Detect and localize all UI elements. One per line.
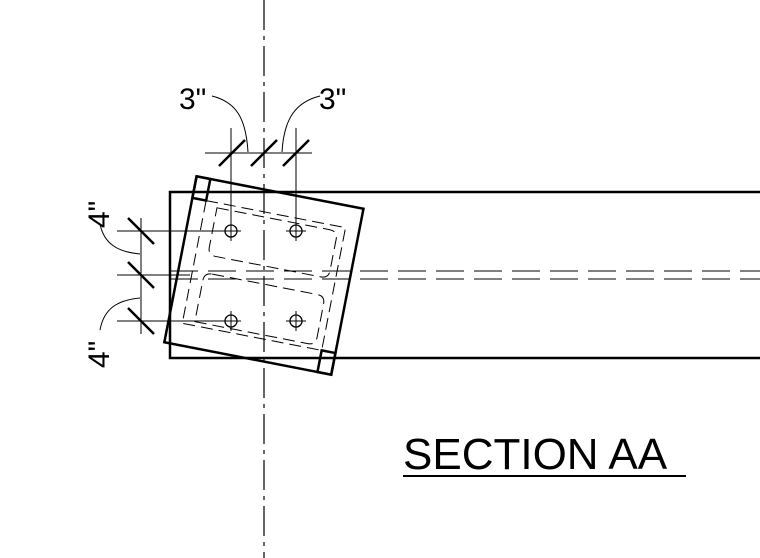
section-title: SECTION AA — [403, 430, 668, 479]
bolt-hole — [286, 221, 306, 241]
rotated-member — [162, 174, 365, 377]
leader-left-upper — [99, 223, 141, 255]
leader-top-left — [211, 95, 249, 153]
leader-left-lower — [99, 297, 141, 331]
top-flange-end — [190, 174, 212, 203]
bolt-hole — [221, 311, 241, 331]
dim-top-right-label: 3" — [319, 83, 346, 116]
top-dimension-chain — [205, 128, 312, 222]
bolt-hole — [286, 311, 306, 331]
dim-left-upper-label: 4" — [83, 201, 116, 228]
hidden-web-lower — [194, 273, 325, 345]
bolt-hole — [221, 221, 241, 241]
bottom-flange-end — [316, 348, 337, 377]
hidden-web-upper — [208, 207, 337, 278]
rotated-plate-outline — [162, 174, 365, 377]
main-beam — [168, 190, 760, 360]
hidden-member-outline — [181, 200, 347, 351]
dim-left-lower-label: 4" — [83, 341, 116, 368]
left-dimension-chain — [117, 217, 222, 335]
leader-top-right — [281, 95, 321, 153]
dim-top-left-label: 3" — [179, 83, 206, 116]
